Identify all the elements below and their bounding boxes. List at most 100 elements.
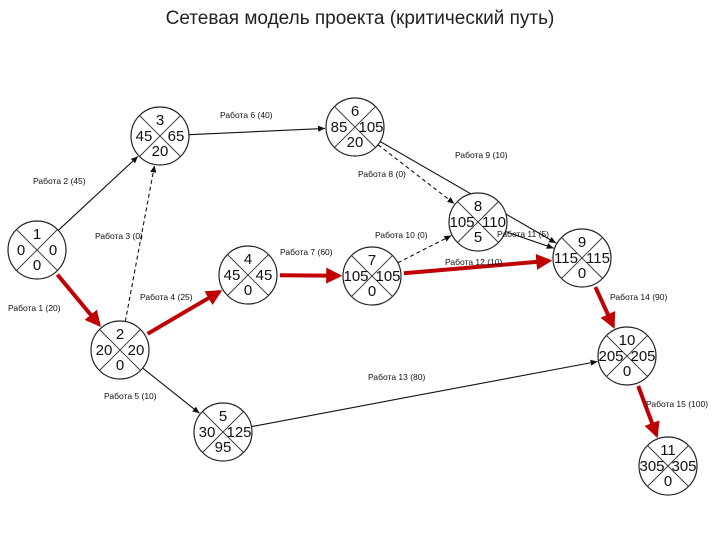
- time-reserve: 0: [116, 357, 124, 374]
- early-time: 105: [449, 214, 474, 231]
- late-time: 105: [358, 119, 383, 136]
- time-reserve: 0: [578, 265, 586, 282]
- work-label-w8: Работа 8 (0): [358, 169, 406, 179]
- work-arrow-w12: [403, 253, 553, 276]
- work-arrow-w3: [124, 165, 157, 322]
- work-arrow-w2: [57, 155, 139, 231]
- time-reserve: 20: [347, 134, 364, 151]
- event-divider: [334, 106, 376, 148]
- early-time: 30: [199, 424, 216, 441]
- event-number: 3: [156, 112, 164, 129]
- event-number: 10: [619, 332, 636, 349]
- diagram-title: Сетевая модель проекта (критический путь…: [165, 8, 555, 29]
- early-time: 85: [331, 119, 348, 136]
- work-arrow-w1: [55, 273, 101, 328]
- event-divider: [457, 201, 499, 243]
- work-label-w4: Работа 4 (25): [140, 292, 193, 302]
- event-divider: [647, 445, 689, 487]
- edge-labels-layer: Работа 1 (20) Работа 2 (45) Работа 3 (0) Ра…: [8, 110, 708, 409]
- late-time: 0: [49, 242, 57, 259]
- early-time: 105: [343, 268, 368, 285]
- event-node-2: 220 200: [90, 320, 150, 380]
- work-label-w11: Работа 11 (5): [497, 229, 549, 239]
- work-arrow-w15: [636, 385, 660, 439]
- work-label-w7: Работа 7 (60): [280, 247, 333, 257]
- work-label-w12: Работа 12 (10): [445, 257, 503, 267]
- work-arrow-w4: [146, 289, 223, 336]
- event-node-4: 445 450: [218, 245, 278, 305]
- work-arrow-w5: [142, 367, 200, 414]
- edges-layer: [55, 125, 660, 439]
- work-label-w15: Работа 15 (100): [646, 399, 708, 409]
- work-label-w1: Работа 1 (20): [8, 303, 61, 313]
- late-time: 115: [586, 250, 610, 267]
- early-time: 115: [554, 250, 578, 267]
- event-divider: [351, 255, 393, 297]
- work-arrow-w10: [397, 235, 452, 264]
- late-time: 65: [168, 128, 185, 145]
- late-time: 125: [226, 424, 251, 441]
- event-divider: [561, 237, 603, 279]
- work-label-w9: Работа 9 (10): [455, 150, 508, 160]
- early-time: 305: [639, 458, 664, 475]
- work-label-w10: Работа 10 (0): [375, 230, 428, 240]
- event-number: 1: [33, 226, 41, 243]
- late-time: 20: [128, 342, 145, 359]
- event-number: 11: [660, 442, 676, 459]
- early-time: 45: [224, 267, 241, 284]
- event-divider: [16, 229, 58, 271]
- work-label-w5: Работа 5 (10): [104, 391, 157, 401]
- time-reserve: 0: [664, 473, 672, 490]
- time-reserve: 0: [244, 282, 252, 299]
- event-divider: [139, 115, 181, 157]
- work-arrow-w13: [251, 359, 598, 428]
- event-divider: [99, 329, 141, 371]
- late-time: 105: [375, 268, 400, 285]
- work-label-w13: Работа 13 (80): [368, 372, 426, 382]
- event-divider: [202, 411, 244, 453]
- work-arrow-w6: [188, 125, 326, 136]
- time-reserve: 20: [152, 143, 169, 160]
- event-number: 6: [351, 103, 359, 120]
- late-time: 205: [630, 348, 655, 365]
- late-time: 45: [256, 267, 273, 284]
- event-number: 2: [116, 326, 124, 343]
- time-reserve: 95: [215, 439, 232, 456]
- time-reserve: 0: [33, 257, 41, 274]
- event-number: 4: [244, 251, 252, 268]
- work-arrow-w8: [377, 144, 455, 205]
- early-time: 45: [136, 128, 153, 145]
- event-divider: [606, 335, 648, 377]
- work-arrow-w11: [505, 230, 554, 249]
- work-label-w14: Работа 14 (90): [610, 292, 668, 302]
- time-reserve: 0: [368, 283, 376, 300]
- work-label-w3: Работа 3 (0): [95, 231, 143, 241]
- early-time: 20: [96, 342, 113, 359]
- time-reserve: 5: [474, 229, 482, 246]
- event-number: 9: [578, 234, 586, 251]
- work-label-w2: Работа 2 (45): [33, 176, 86, 186]
- late-time: 305: [671, 458, 696, 475]
- event-number: 8: [474, 198, 482, 215]
- late-time: 110: [482, 214, 506, 231]
- work-arrow-w14: [593, 286, 616, 329]
- event-number: 5: [219, 408, 227, 425]
- event-divider: [227, 254, 269, 296]
- work-arrow-w9: [379, 141, 557, 244]
- time-reserve: 0: [623, 363, 631, 380]
- work-label-w6: Работа 6 (40): [220, 110, 273, 120]
- early-time: 0: [17, 242, 25, 259]
- event-number: 7: [368, 252, 376, 269]
